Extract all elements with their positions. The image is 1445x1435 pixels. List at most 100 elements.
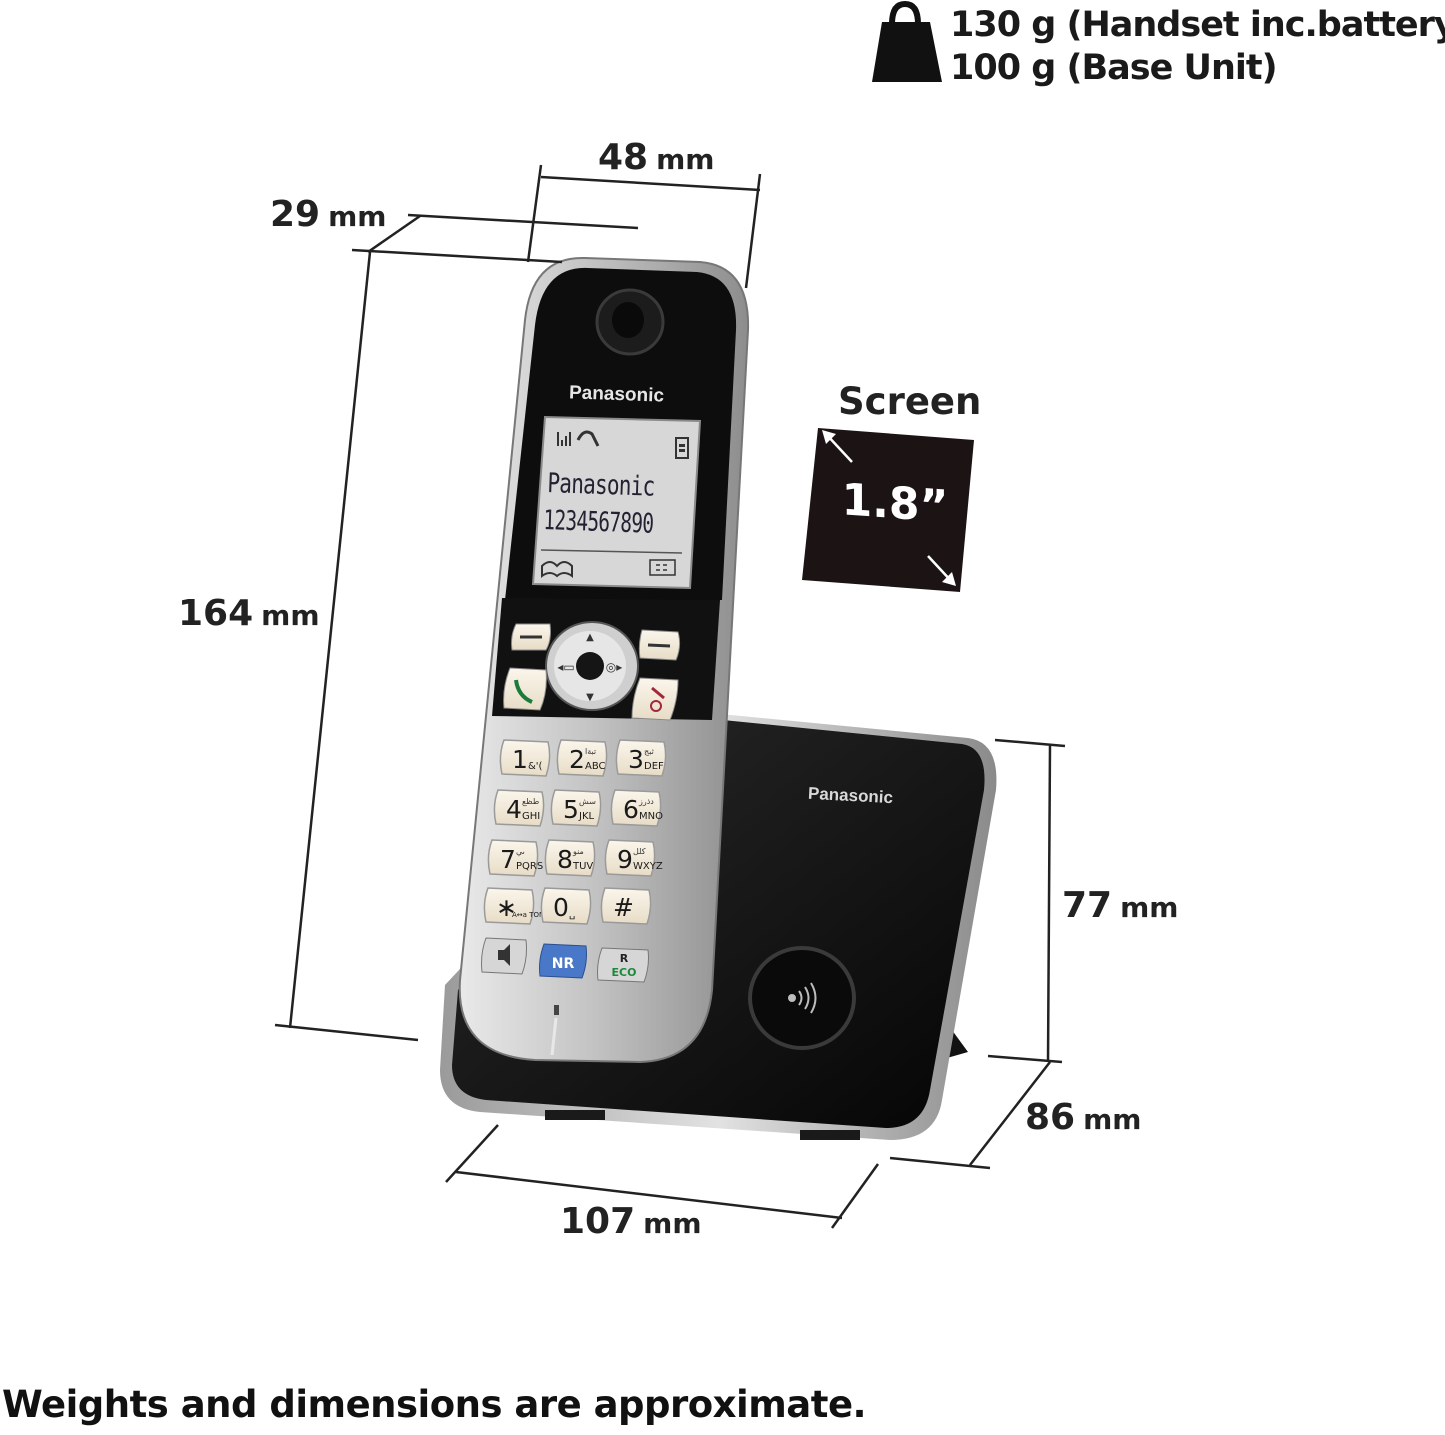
right-soft-key[interactable] — [638, 629, 681, 661]
key-digit: 3 — [628, 745, 644, 774]
lcd-caller-name: Panasonic — [546, 468, 656, 503]
key-digit: 7 — [500, 845, 516, 874]
recall-eco-key[interactable]: R ECO — [597, 947, 649, 983]
dim-29-top — [407, 213, 639, 230]
dim-86-unit: mm — [1083, 1103, 1142, 1136]
key-digit: 4 — [506, 795, 522, 824]
keypad-key-10[interactable]: ∗A↔a TONE — [483, 887, 549, 925]
key-digit: 0 — [553, 893, 569, 922]
svg-text:▼: ▼ — [586, 692, 594, 703]
dim-48-line — [540, 175, 761, 192]
key-script: دذرز — [638, 797, 654, 806]
screen-size-badge — [802, 428, 974, 592]
speaker-icon — [498, 944, 510, 966]
off-icon — [651, 686, 665, 700]
key-letters: &'( — [528, 761, 543, 772]
dim-107-tick-left — [445, 1124, 499, 1183]
dim-77-line — [1046, 744, 1052, 1063]
lcd-number: 1234567890 — [542, 505, 654, 540]
dim-77-tick-top — [994, 738, 1066, 748]
dim-48-tick-left — [526, 164, 543, 263]
keypad-key-1[interactable]: 1&'( — [499, 739, 551, 777]
key-script: ثبج — [644, 747, 654, 756]
weight-handset: 130 g (Handset inc.battery) — [950, 5, 1445, 45]
key-script: تبةا — [585, 747, 596, 756]
key-letters: JKL — [578, 811, 595, 822]
key-digit: 1 — [512, 745, 528, 774]
left-soft-key[interactable] — [511, 623, 551, 651]
keypad-key-12[interactable]: # — [600, 887, 652, 925]
key-letters: DEF — [644, 761, 664, 772]
battery-icon — [675, 437, 689, 459]
dim-29-diag — [367, 214, 421, 254]
speaker-key[interactable] — [481, 937, 527, 975]
key-digit: 9 — [617, 845, 633, 874]
dim-77-tick-bottom — [987, 1054, 1063, 1064]
talk-icon — [514, 679, 533, 704]
talk-key[interactable] — [503, 667, 547, 711]
recall-label: R — [620, 952, 629, 965]
handset-brand-logo: Panasonic — [568, 382, 665, 407]
phonebook-icon — [541, 561, 573, 578]
lcd-display — [531, 415, 702, 590]
off-power-key[interactable] — [631, 677, 679, 721]
weight-info: 130 g (Handset inc.battery) 100 g (Base … — [950, 4, 1445, 90]
key-digit: ∗ — [496, 893, 517, 922]
dim-29-unit: mm — [328, 200, 387, 233]
microphone — [554, 1005, 559, 1015]
dim-29-value: 29 — [270, 194, 321, 235]
key-digit: # — [613, 893, 634, 922]
key-script: كلل — [633, 847, 646, 856]
dim-107-line — [455, 1170, 843, 1220]
dim-164-tick-bottom — [274, 1023, 419, 1042]
nr-label: NR — [552, 956, 575, 972]
noise-reduction-key[interactable]: NR — [539, 943, 587, 979]
key-letters: A↔a TONE — [512, 911, 549, 919]
key-letters: ␣ — [569, 909, 575, 920]
dim-48-tick-right — [744, 173, 762, 289]
key-letters: PQRS — [516, 861, 543, 872]
key-letters: MNO — [639, 811, 663, 822]
handset: ▲ ▼ ◂▭ ◎▸ 1&'(2ABCتبةا3DEFثبج4GHIطظع5JKL… — [458, 256, 750, 1064]
dim-107-unit: mm — [643, 1207, 702, 1240]
key-letters: GHI — [522, 811, 540, 822]
key-script: منو — [572, 847, 584, 856]
svg-text:▲: ▲ — [586, 632, 594, 643]
disclaimer: Weights and dimensions are approximate. — [2, 1383, 867, 1426]
dim-86-value: 86 — [1025, 1097, 1076, 1138]
dim-48-unit: mm — [656, 143, 715, 176]
dim-77-unit: mm — [1120, 891, 1179, 924]
signal-icon — [557, 432, 571, 446]
key-digit: 5 — [563, 795, 579, 824]
dim-164-line — [288, 251, 372, 1029]
keypad-key-11[interactable]: 0␣ — [540, 887, 592, 925]
screen-size-value: 1.8” — [841, 474, 949, 533]
center-select-key[interactable] — [576, 652, 604, 680]
svg-text:◎▸: ◎▸ — [606, 660, 623, 674]
svg-text:◂▭: ◂▭ — [557, 660, 574, 674]
key-letters: ABC — [585, 761, 606, 772]
key-script: سش — [579, 797, 596, 806]
dim-29-bottom — [351, 248, 563, 264]
eco-label: ECO — [612, 966, 637, 979]
dim-107-tick-right — [830, 1163, 880, 1229]
dim-164-unit: mm — [261, 599, 320, 632]
key-digit: 8 — [557, 845, 573, 874]
navigation-key[interactable]: ▲ ▼ ◂▭ ◎▸ — [545, 621, 639, 711]
dim-77-value: 77 — [1062, 885, 1113, 926]
key-script: ىي — [516, 847, 525, 856]
